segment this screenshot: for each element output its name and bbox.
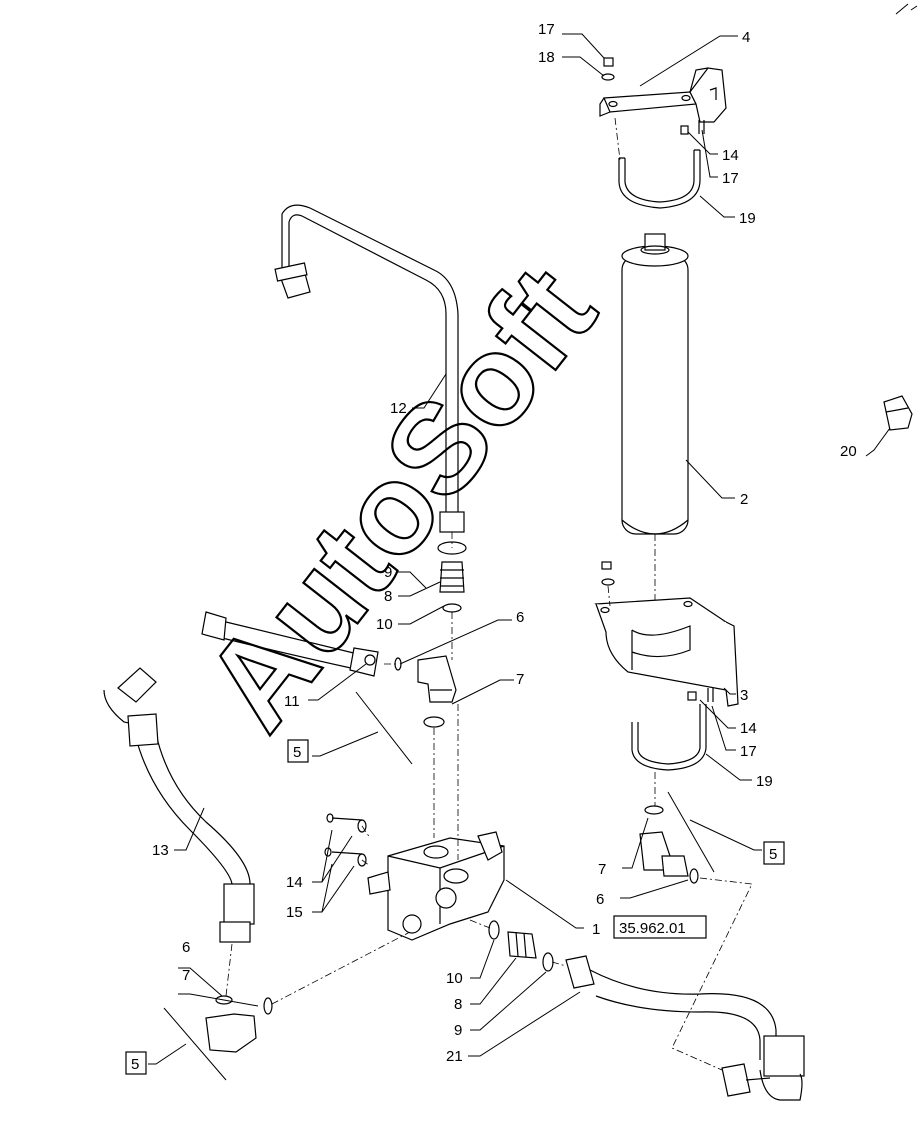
ref-box-5: 5: [769, 846, 777, 863]
callout-labels: 17 18 4 14 17 19 20 12 2 9 8 10 6 11 7 3…: [152, 21, 857, 1065]
callout-7: 7: [182, 967, 190, 984]
center-lines: [225, 117, 753, 1071]
callout-7: 7: [598, 861, 606, 878]
callout-15: 15: [286, 904, 303, 921]
nut-14-lower: [687, 688, 714, 702]
callout-10: 10: [446, 970, 463, 987]
callout-8: 8: [384, 588, 392, 605]
callout-9: 9: [384, 564, 392, 581]
nut-17-top: [601, 57, 615, 81]
callout-6: 6: [516, 609, 524, 626]
watermark-text: AutoSoft: [177, 241, 622, 755]
accumulator-cylinder: [621, 233, 689, 535]
nut-14-top: [680, 120, 705, 135]
callout-10: 10: [376, 616, 393, 633]
fitting-8-9-10-upper: [437, 541, 467, 613]
lower-bracket: [594, 597, 739, 707]
elbow-fitting-upper: [394, 655, 457, 728]
callout-12: 12: [390, 400, 407, 417]
callout-14: 14: [740, 720, 757, 737]
corner-mark: [895, 3, 918, 15]
hose-21: [565, 955, 805, 1101]
callout-6: 6: [596, 891, 604, 908]
elbow-fitting-right: [639, 805, 699, 884]
callout-14: 14: [722, 147, 739, 164]
u-bolt-19-lower: [631, 704, 707, 771]
callout-19: 19: [756, 773, 773, 790]
tube-12: [274, 204, 465, 533]
part-20: [883, 395, 913, 431]
callout-3: 3: [740, 687, 748, 704]
callout-18: 18: [538, 49, 555, 66]
callout-14: 14: [286, 874, 303, 891]
ref-box-35-962-01: 35.962.01: [619, 920, 686, 937]
hose-11: [201, 611, 379, 677]
callout-2: 2: [740, 491, 748, 508]
nut-18-lower: [601, 561, 615, 586]
watermark: AutoSoft: [176, 240, 623, 756]
callout-17: 17: [538, 21, 555, 38]
callout-4: 4: [742, 29, 750, 46]
elbow-fitting-lower-left: [205, 995, 273, 1053]
callout-7: 7: [516, 671, 524, 688]
callout-19: 19: [739, 210, 756, 227]
leader-lines: [148, 33, 891, 1081]
callout-17: 17: [722, 170, 739, 187]
callout-13: 13: [152, 842, 169, 859]
hose-13: [103, 667, 255, 943]
callout-21: 21: [446, 1048, 463, 1065]
ref-box-5: 5: [293, 744, 301, 761]
callout-17: 17: [740, 743, 757, 760]
fitting-8-9-10-lower: [488, 920, 554, 972]
callout-9: 9: [454, 1022, 462, 1039]
callout-6: 6: [182, 939, 190, 956]
ref-box-5: 5: [131, 1056, 139, 1073]
callout-8: 8: [454, 996, 462, 1013]
u-bolt-19-top: [618, 149, 701, 209]
valve-block: [324, 813, 505, 941]
callout-1: 1: [592, 921, 600, 938]
callout-11: 11: [284, 693, 300, 710]
callout-20: 20: [840, 443, 857, 460]
reference-boxes: 5 5 5 35.962.01: [125, 739, 785, 1075]
upper-bracket: [599, 67, 727, 123]
